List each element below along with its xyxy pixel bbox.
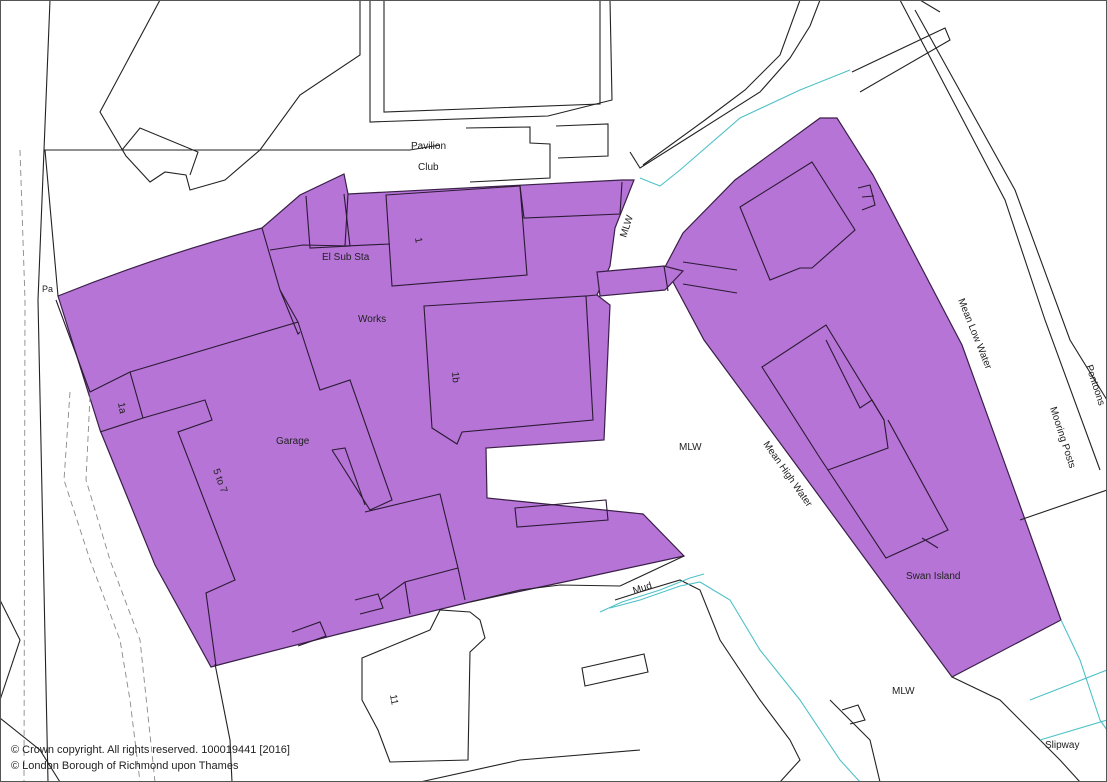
site-buildings xyxy=(55,181,738,667)
label-1: 1 xyxy=(412,237,424,245)
label-works: Works xyxy=(358,314,386,325)
label-mlw-bottom: MLW xyxy=(892,686,915,697)
copyright-block: © Crown copyright. All rights reserved. … xyxy=(11,744,290,772)
site-area-main xyxy=(57,173,686,668)
dashed-boundaries xyxy=(19,149,156,782)
label-11: 11 xyxy=(387,694,400,707)
site-area-swan-island xyxy=(664,117,1062,678)
label-pavilion: Pavilion xyxy=(411,141,446,152)
label-el-sub-sta: El Sub Sta xyxy=(322,252,370,263)
bridge-link xyxy=(596,265,685,297)
copyright-line-2: © London Borough of Richmond upon Thames xyxy=(11,760,239,772)
label-garage: Garage xyxy=(276,436,310,447)
label-slipway: Slipway xyxy=(1045,740,1079,751)
label-1a: 1a xyxy=(115,402,128,415)
label-mlw-center: MLW xyxy=(679,442,702,453)
label-club: Club xyxy=(418,162,439,173)
island-buildings xyxy=(739,161,949,559)
label-1b: 1b xyxy=(449,371,461,383)
copyright-line-1: © Crown copyright. All rights reserved. … xyxy=(11,744,290,756)
water-lines xyxy=(599,69,1107,782)
label-swan-island: Swan Island xyxy=(906,571,960,582)
label-pa-fragment: Pa xyxy=(42,284,53,294)
